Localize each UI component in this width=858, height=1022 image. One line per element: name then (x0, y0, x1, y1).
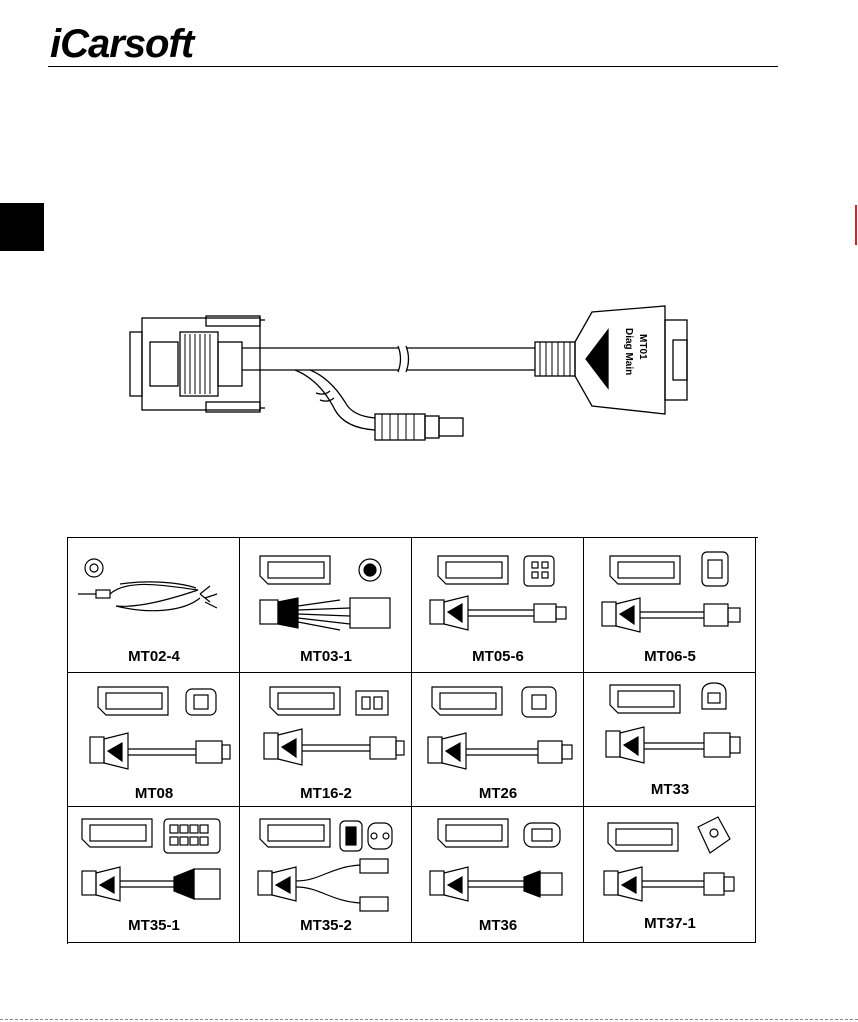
obd-to-mt37-drawing (584, 807, 756, 917)
main-cable-illustration: MT01 Diag Main (120, 290, 690, 460)
obd-to-mt26-drawing (412, 673, 584, 783)
adapter-label: MT03-1 (240, 648, 412, 665)
adapter-cell: MT33 (584, 673, 756, 807)
adapter-label: MT35-2 (240, 917, 412, 934)
adapter-label: MT26 (412, 785, 584, 802)
adapter-cell: MT26 (412, 673, 584, 807)
obd-to-mt35-1-drawing (68, 807, 240, 917)
obd-to-mt36-drawing (412, 807, 584, 917)
adapter-cell: MT06-5 (584, 538, 756, 673)
adapter-label: MT33 (584, 781, 756, 798)
section-tab-marker (0, 203, 44, 251)
obd-to-mt08-drawing (68, 673, 240, 783)
coiled-cable-jack-drawing (68, 538, 240, 648)
adapter-label: MT16-2 (240, 785, 412, 802)
main-cable-label-line2: Diag Main (623, 328, 634, 375)
adapter-grid: MT02-4 MT03-1 MT05-6 (67, 537, 758, 944)
adapter-label: MT36 (412, 917, 584, 934)
adapter-cell: MT16-2 (240, 673, 412, 807)
adapter-cell: MT05-6 (412, 538, 584, 673)
adapter-cell: MT35-2 (240, 807, 412, 943)
adapter-label: MT35-1 (68, 917, 240, 934)
adapter-cell: MT08 (68, 673, 240, 807)
adapter-label: MT08 (68, 785, 240, 802)
adapter-cell: MT36 (412, 807, 584, 943)
obd-to-mt16-drawing (240, 673, 412, 783)
adapter-cell: MT03-1 (240, 538, 412, 673)
adapter-label: MT05-6 (412, 648, 584, 665)
adapter-label: MT37-1 (584, 915, 756, 932)
adapter-cell: MT37-1 (584, 807, 756, 943)
obd-fan-cable-drawing (240, 538, 412, 648)
obd-to-round-plug-drawing (584, 538, 756, 648)
page-edge-mark (855, 205, 857, 245)
db-connector-drawing (130, 316, 265, 412)
main-cable-label-line1: MT01 (637, 334, 648, 360)
page-bottom-rule (0, 1019, 858, 1020)
obd-to-4pin-drawing (412, 538, 584, 648)
obd-to-mt33-drawing (584, 673, 756, 783)
adapter-cell: MT35-1 (68, 807, 240, 943)
brand-logo: iCarsoft (50, 24, 193, 64)
adapter-label: MT02-4 (68, 648, 240, 665)
obd-to-mt35-2-drawing (240, 807, 412, 917)
adapter-label: MT06-5 (584, 648, 756, 665)
adapter-cell: MT02-4 (68, 538, 240, 673)
header-rule (48, 66, 778, 67)
